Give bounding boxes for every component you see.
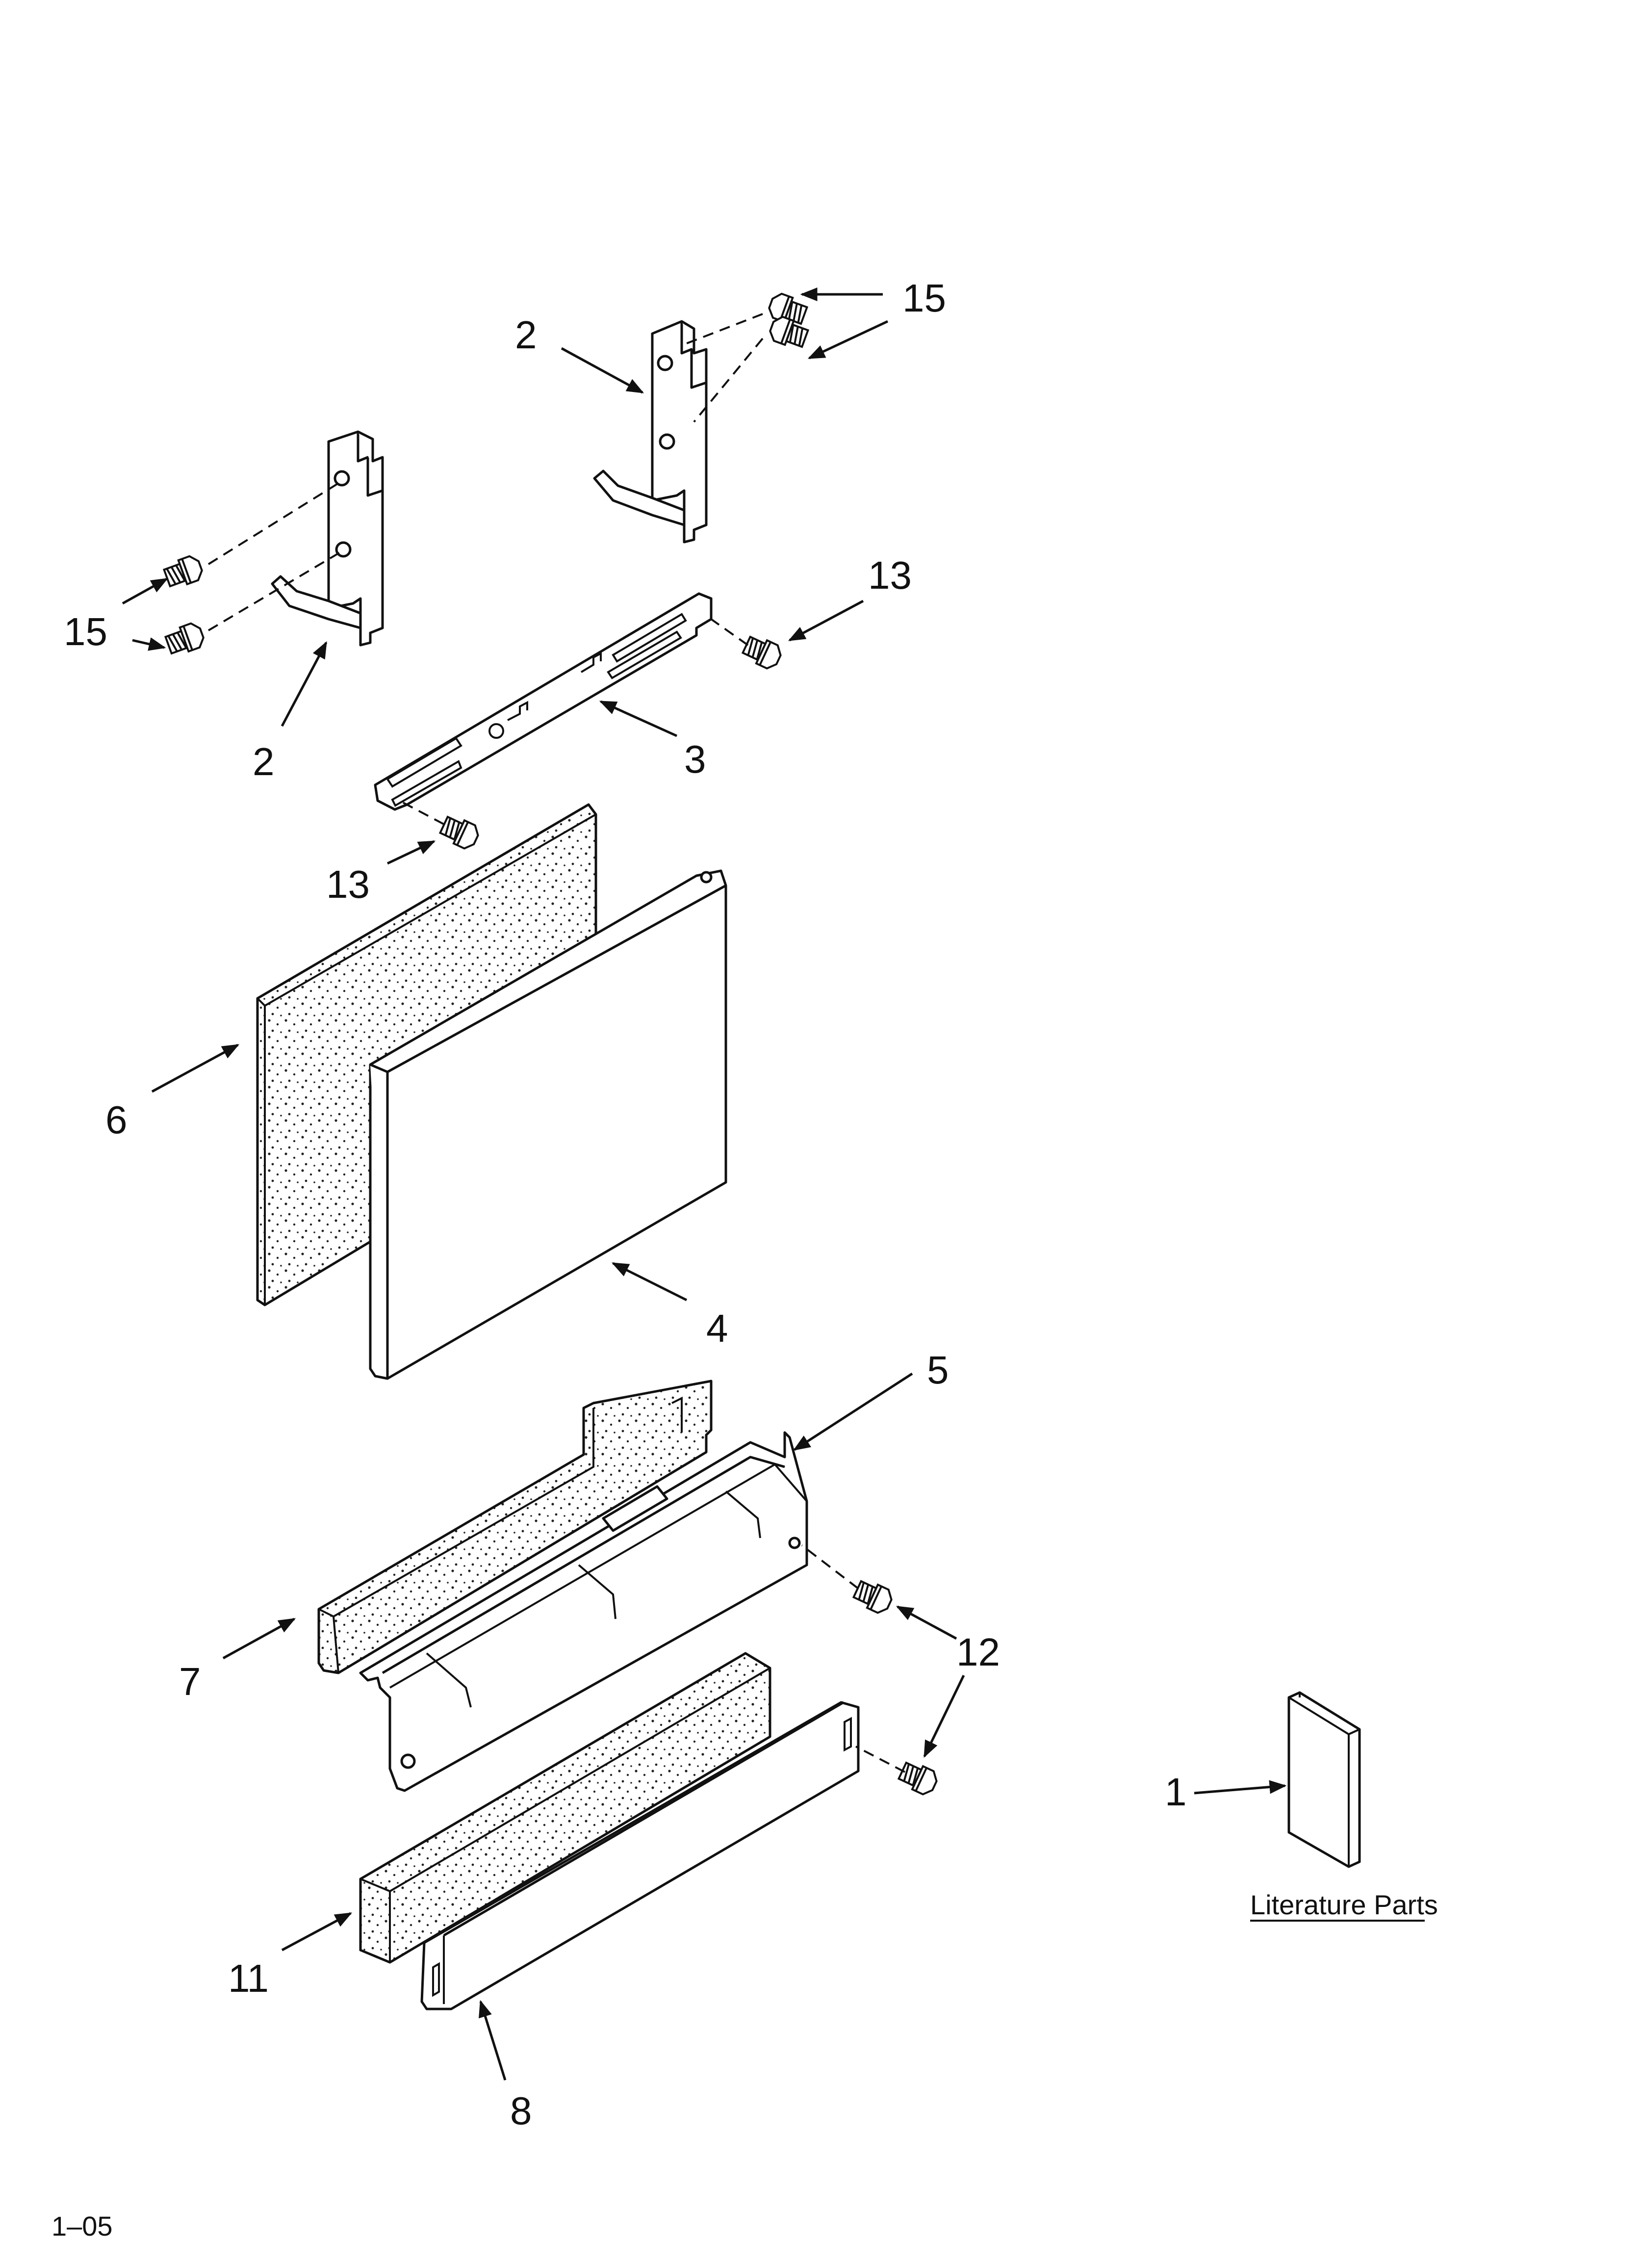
callout-15-left: 15 [64, 610, 107, 653]
toe-panel-bracket [359, 1431, 808, 1792]
screw-15-left-a [161, 552, 206, 591]
kick-plate [420, 1701, 860, 2010]
callout-6: 6 [105, 1098, 128, 1142]
callout-2-top: 2 [515, 313, 537, 357]
screw-12-upper [851, 1576, 896, 1617]
insulation-strip-upper [317, 1380, 713, 1674]
callout-7: 7 [179, 1660, 201, 1703]
screw-15-left-b [163, 620, 207, 658]
alignment-lines [207, 313, 905, 1773]
hinge-bracket-right [593, 320, 708, 544]
screw-13-left [437, 812, 483, 853]
screw-13-right [740, 632, 785, 673]
callout-5: 5 [927, 1348, 949, 1392]
callout-15-top: 15 [902, 276, 946, 320]
hinge-bracket-left [271, 430, 384, 647]
footer-code: 1–05 [51, 2211, 113, 2242]
insulation-block-lower [359, 1652, 771, 1964]
screw-12-lower [896, 1758, 941, 1799]
door-panel [369, 869, 727, 1380]
callout-1: 1 [1165, 1770, 1187, 1814]
leader-arrows [122, 287, 1287, 2081]
callout-13-left: 13 [326, 862, 370, 906]
callout-4: 4 [706, 1306, 728, 1350]
callout-11: 11 [228, 1956, 269, 2000]
support-rail [374, 592, 713, 811]
callout-8: 8 [510, 2089, 532, 2133]
callout-2-left: 2 [253, 740, 275, 783]
callout-3: 3 [684, 737, 706, 781]
callout-13-right: 13 [868, 553, 912, 597]
literature-booklet [1287, 1691, 1361, 1868]
literature-parts-caption: Literature Parts [1250, 1889, 1438, 1920]
callout-12: 12 [956, 1630, 1000, 1674]
